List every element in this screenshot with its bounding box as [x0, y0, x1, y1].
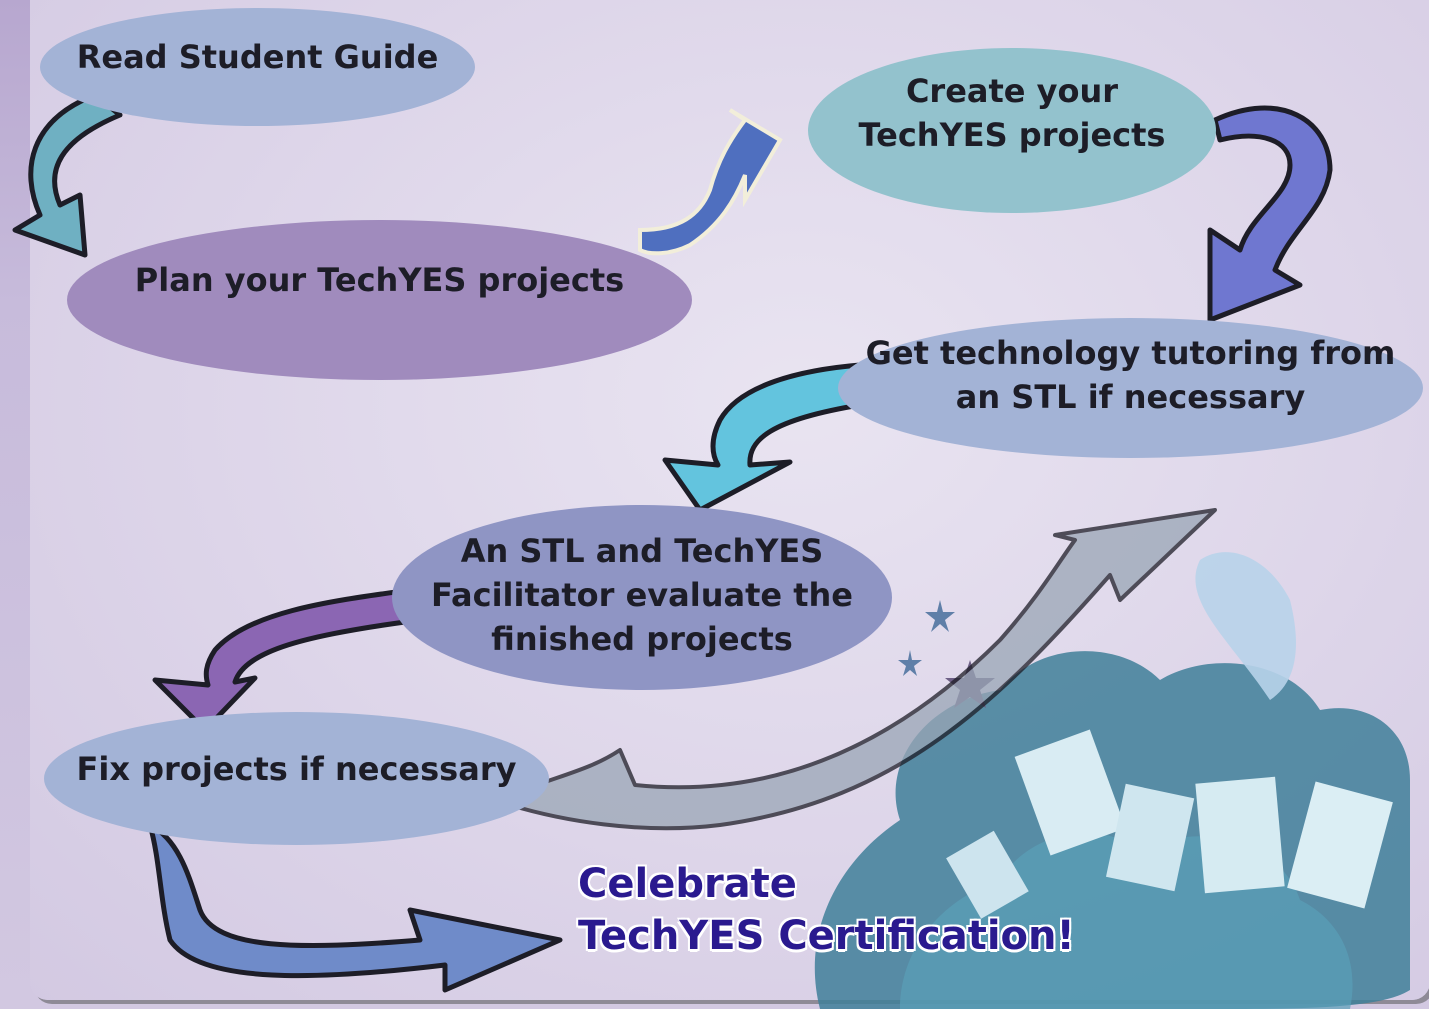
step-fix-label: Fix projects if necessary [76, 749, 517, 788]
arrow-tutoring-to-evaluate [662, 362, 863, 513]
step-create-line-2: TechYES projects [858, 116, 1166, 154]
step-tutoring: Get technology tutoring from an STL if n… [838, 318, 1423, 458]
celebrate-line-2: TechYES Certification! [578, 913, 1075, 959]
step-create: Create your TechYES projects [808, 48, 1216, 213]
step-read-guide: Read Student Guide [40, 8, 475, 126]
arrow-plan-to-create [638, 108, 783, 256]
arrow-fix-to-celebrate [147, 822, 563, 993]
step-evaluate-line-3: finished projects [491, 619, 793, 658]
step-fix: Fix projects if necessary [44, 712, 549, 845]
step-evaluate-line-2: Facilitator evaluate the [431, 575, 853, 614]
arrow-read-to-plan [12, 92, 123, 258]
celebrate-line-1: Celebrate [578, 861, 797, 907]
arrow-evaluate-to-fix [152, 587, 413, 733]
step-evaluate-line-1: An STL and TechYES [460, 531, 824, 570]
step-tutoring-line-1: Get technology tutoring from [865, 334, 1396, 372]
step-read-guide-label: Read Student Guide [76, 38, 439, 76]
step-create-line-1: Create your [905, 72, 1119, 110]
step-plan: Plan your TechYES projects [67, 220, 692, 380]
arrow-fix-return [508, 508, 1217, 831]
step-evaluate: An STL and TechYES Facilitator evaluate … [392, 505, 892, 690]
step-plan-label: Plan your TechYES projects [134, 261, 625, 299]
step-tutoring-line-2: an STL if necessary [955, 378, 1306, 416]
celebrate-heading: Celebrate TechYES Certification! [578, 858, 1138, 962]
arrow-create-to-tutoring [1207, 105, 1333, 323]
celebration-splash [814, 552, 1410, 1009]
